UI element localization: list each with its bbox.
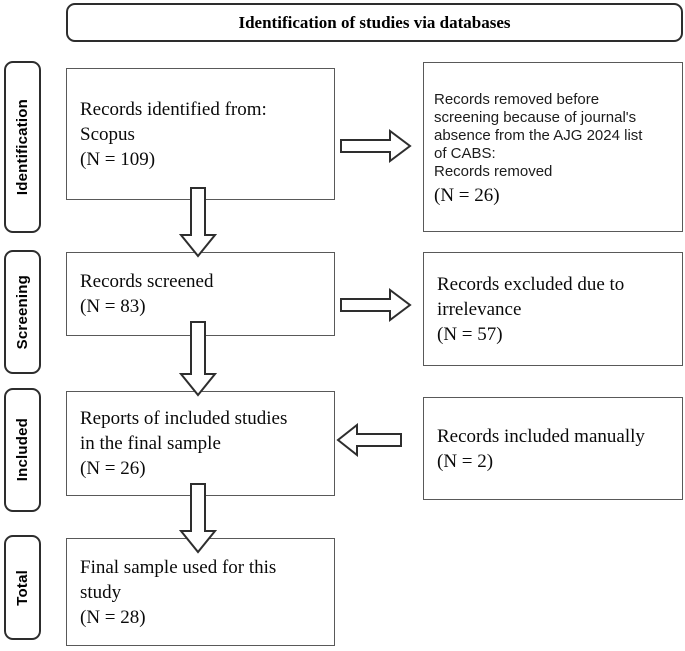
records-identified-box: Records identified from: Scopus (N = 109… bbox=[66, 68, 335, 200]
box-line: (N = 83) bbox=[80, 296, 146, 317]
box-line: (N = 26) bbox=[80, 458, 146, 479]
arrow-right-icon bbox=[339, 129, 412, 163]
arrow-down-icon bbox=[179, 321, 217, 397]
box-line: Records excluded due to bbox=[437, 273, 625, 295]
arrow-right-icon bbox=[339, 288, 412, 322]
box-line: of CABS: bbox=[434, 145, 496, 162]
arrow-down-icon bbox=[179, 187, 217, 258]
reports-included-box: Reports of included studies in the final… bbox=[66, 391, 335, 496]
stage-label-included: Included bbox=[14, 418, 31, 482]
diagram-title-box: Identification of studies via databases bbox=[66, 3, 683, 42]
arrow-down-icon bbox=[179, 483, 217, 554]
final-sample-box: Final sample used for this study (N = 28… bbox=[66, 538, 335, 646]
box-count: (N = 26) bbox=[434, 185, 500, 206]
arrow-left-icon bbox=[336, 423, 403, 457]
records-excluded-box: Records excluded due to irrelevance (N =… bbox=[423, 252, 683, 366]
stage-label-identification: Identification bbox=[14, 98, 31, 196]
box-line: screening because of journal's bbox=[434, 109, 637, 126]
box-line: Records removed before bbox=[434, 91, 600, 108]
stage-label-screening: Screening bbox=[14, 274, 31, 350]
stage-box-included: Included bbox=[4, 388, 41, 512]
diagram-title: Identification of studies via databases bbox=[238, 12, 511, 32]
box-line: (N = 57) bbox=[437, 323, 503, 345]
box-line: (N = 2) bbox=[437, 450, 494, 472]
stage-box-identification: Identification bbox=[4, 61, 41, 233]
box-line: Records screened bbox=[80, 271, 214, 292]
box-line: irrelevance bbox=[437, 298, 522, 320]
box-line: in the final sample bbox=[80, 433, 221, 454]
records-removed-box: Records removed before screening because… bbox=[423, 62, 683, 232]
box-line: Scopus bbox=[80, 123, 135, 145]
stage-box-screening: Screening bbox=[4, 250, 41, 374]
box-line: Records removed bbox=[434, 163, 553, 180]
box-line: Records included manually bbox=[437, 425, 645, 447]
box-line: absence from the AJG 2024 list bbox=[434, 127, 643, 144]
box-line: Records identified from: bbox=[80, 98, 267, 120]
records-manual-box: Records included manually (N = 2) bbox=[423, 397, 683, 500]
stage-box-total: Total bbox=[4, 535, 41, 640]
box-line: study bbox=[80, 581, 122, 603]
box-line: (N = 109) bbox=[80, 148, 156, 170]
box-line: Final sample used for this bbox=[80, 556, 277, 578]
stage-label-total: Total bbox=[14, 569, 31, 606]
box-line: Reports of included studies bbox=[80, 408, 288, 429]
box-line: (N = 28) bbox=[80, 606, 146, 628]
